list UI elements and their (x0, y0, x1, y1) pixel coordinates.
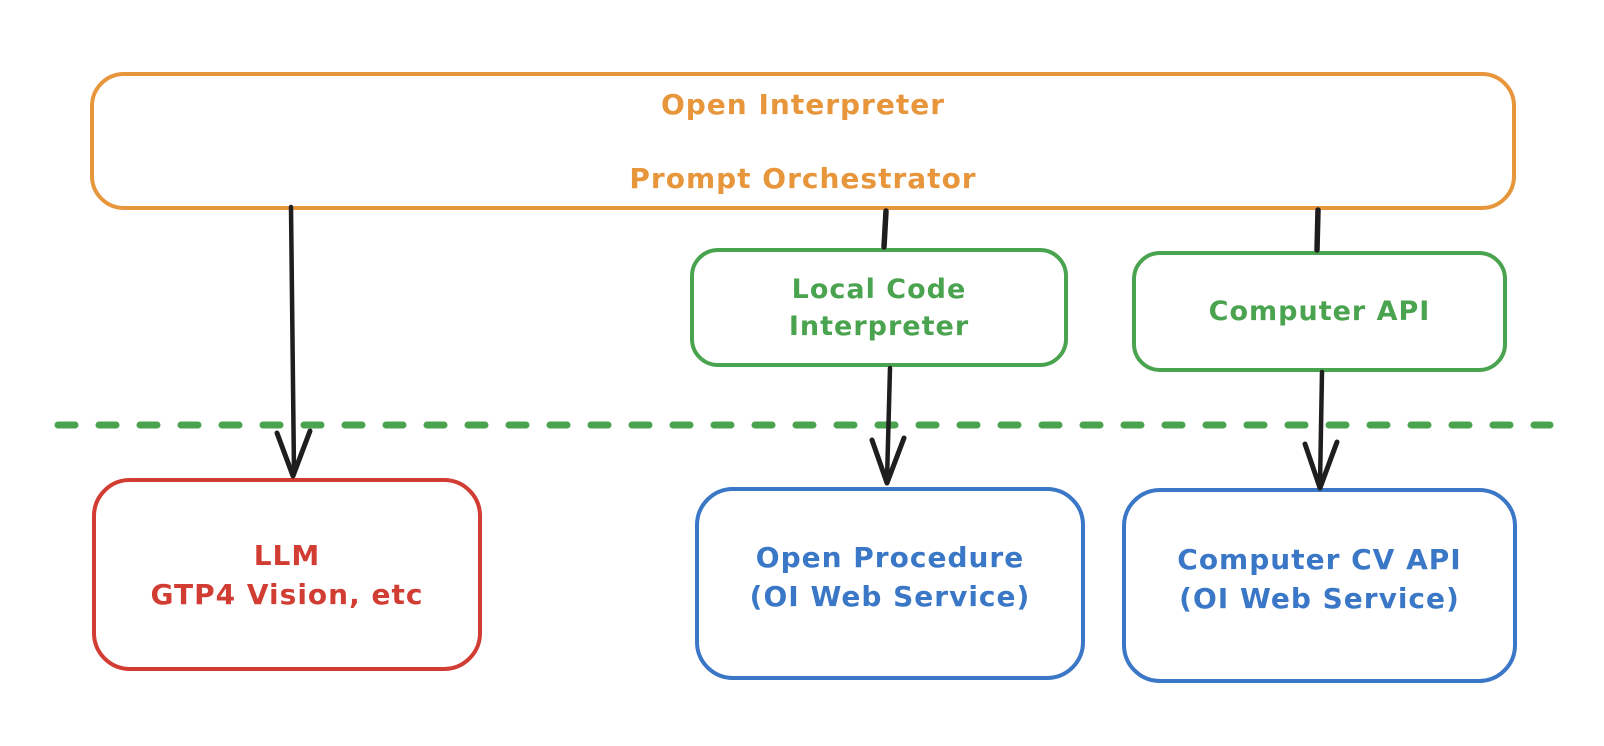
arrow-head (869, 435, 907, 486)
connector-orchestrator-to-local-code (881, 208, 889, 250)
local-code-interpreter-label-line2: Interpreter (788, 310, 970, 342)
computer-cv-api-label-line2: (OI Web Service) (1179, 581, 1460, 615)
arrow-computer-api-to-computer-cv (1302, 369, 1340, 491)
computer-cv-api-box: Computer CV API (OI Web Service) (1122, 488, 1517, 683)
computer-api-label: Computer API (1208, 296, 1431, 327)
open-interpreter-box: Open Interpreter Prompt Orchestrator (90, 72, 1516, 210)
llm-label-line2: GTP4 Vision, etc (150, 577, 424, 611)
open-procedure-label-line1: Open Procedure (755, 540, 1025, 574)
local-code-interpreter-label-line1: Local Code (791, 273, 967, 305)
arrow-head (274, 428, 313, 479)
arrow-shaft (884, 365, 893, 483)
arrow-shaft (288, 204, 297, 475)
llm-box: LLM GTP4 Vision, etc (92, 478, 482, 671)
llm-label-line1: LLM (253, 538, 321, 572)
arrow-head (1302, 439, 1340, 491)
arrow-orchestrator-to-llm (274, 204, 313, 479)
open-interpreter-label: Open Interpreter (660, 88, 946, 121)
local-code-interpreter-box: Local Code Interpreter (690, 248, 1068, 367)
prompt-orchestrator-label: Prompt Orchestrator (629, 162, 977, 195)
arrow-local-code-to-open-procedure (869, 365, 907, 486)
open-procedure-label-line2: (OI Web Service) (749, 579, 1031, 613)
open-procedure-box: Open Procedure (OI Web Service) (695, 487, 1085, 680)
computer-api-box: Computer API (1132, 251, 1507, 372)
arrow-shaft (1317, 369, 1325, 488)
connector-orchestrator-to-computer-api (1314, 207, 1321, 253)
computer-cv-api-label-line1: Computer CV API (1177, 542, 1462, 576)
